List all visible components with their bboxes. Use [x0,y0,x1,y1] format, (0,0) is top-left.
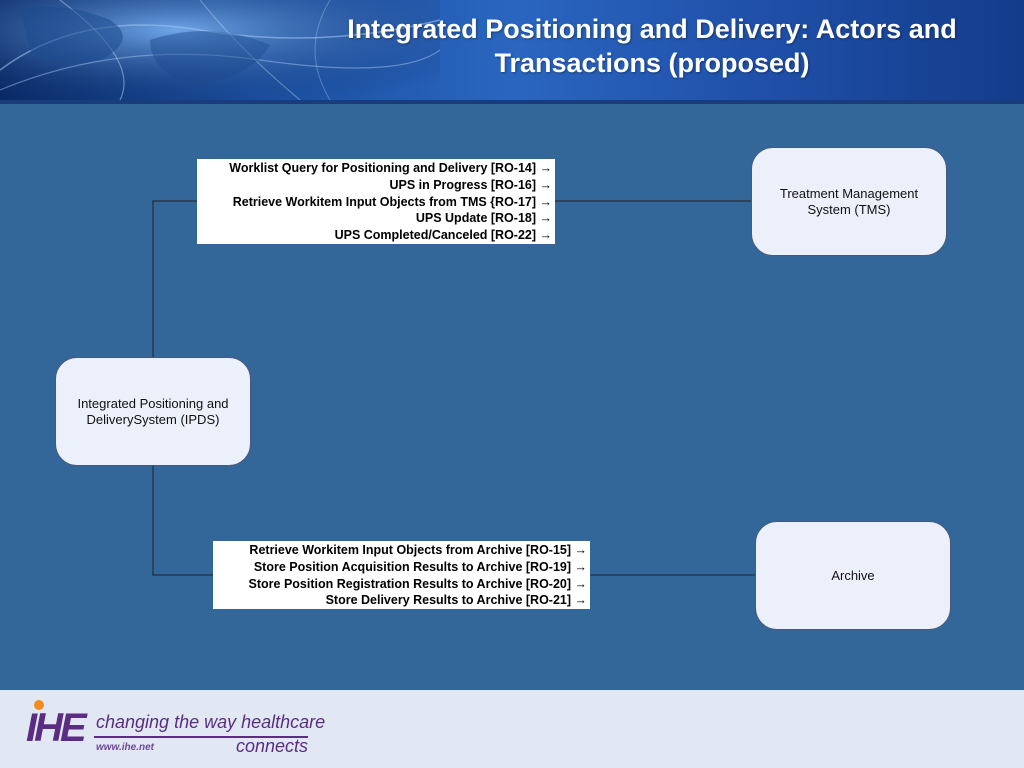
slide-footer [0,690,1024,768]
actor-archive-label: Archive [831,567,875,583]
actor-ipds-label-1: Integrated Positioning and [77,395,229,411]
transaction-label: Retrieve Workitem Input Objects from Arc… [249,543,587,557]
ihe-logo: IHE changing the way healthcare www.ihe.… [24,700,326,760]
slide-title: Integrated Positioning and Delivery: Act… [320,12,984,80]
actor-tms: Treatment Management System (TMS) [751,147,947,256]
transaction-label: Store Delivery Results to Archive [RO-21… [325,593,587,608]
actor-archive: Archive [755,521,951,630]
transaction-label: Store Position Registration Results to A… [248,576,587,591]
transaction-label: UPS Completed/Canceled [RO-22] → [334,228,552,243]
logo-website: www.ihe.net [96,742,154,753]
slide-title-line-2: Transactions (proposed) [494,48,810,78]
globe-graphic [0,0,440,100]
logo-divider [94,736,308,738]
slide-header: Integrated Positioning and Delivery: Act… [0,0,1024,100]
slide-title-line-1: Integrated Positioning and Delivery: Act… [347,14,957,44]
transaction-label: Retrieve Workitem Input Objects from TMS… [232,194,552,209]
logo-connects: connects [236,736,309,756]
transaction-label: Store Position Acquisition Results to Ar… [253,559,587,574]
logo-tagline: changing the way healthcare [96,712,326,732]
actor-tms-label-2: System (TMS) [807,201,891,217]
transaction-label: UPS Update [RO-18] → [415,211,552,226]
transaction-label: Worklist Query for Positioning and Deliv… [229,161,552,175]
ihe-logo-dot-icon [34,700,44,710]
archive-transaction-list: Retrieve Workitem Input Objects from Arc… [213,541,590,609]
actor-ipds-label-2: DeliverySystem (IPDS) [86,411,220,427]
ihe-logo-mark: IHE [26,706,87,750]
actor-ipds: Integrated Positioning and DeliverySyste… [55,357,251,466]
transaction-label: UPS in Progress [RO-16] → [389,177,552,192]
header-divider [0,100,1024,104]
tms-transaction-list: Worklist Query for Positioning and Deliv… [197,159,555,244]
actor-tms-label-1: Treatment Management [779,185,919,201]
